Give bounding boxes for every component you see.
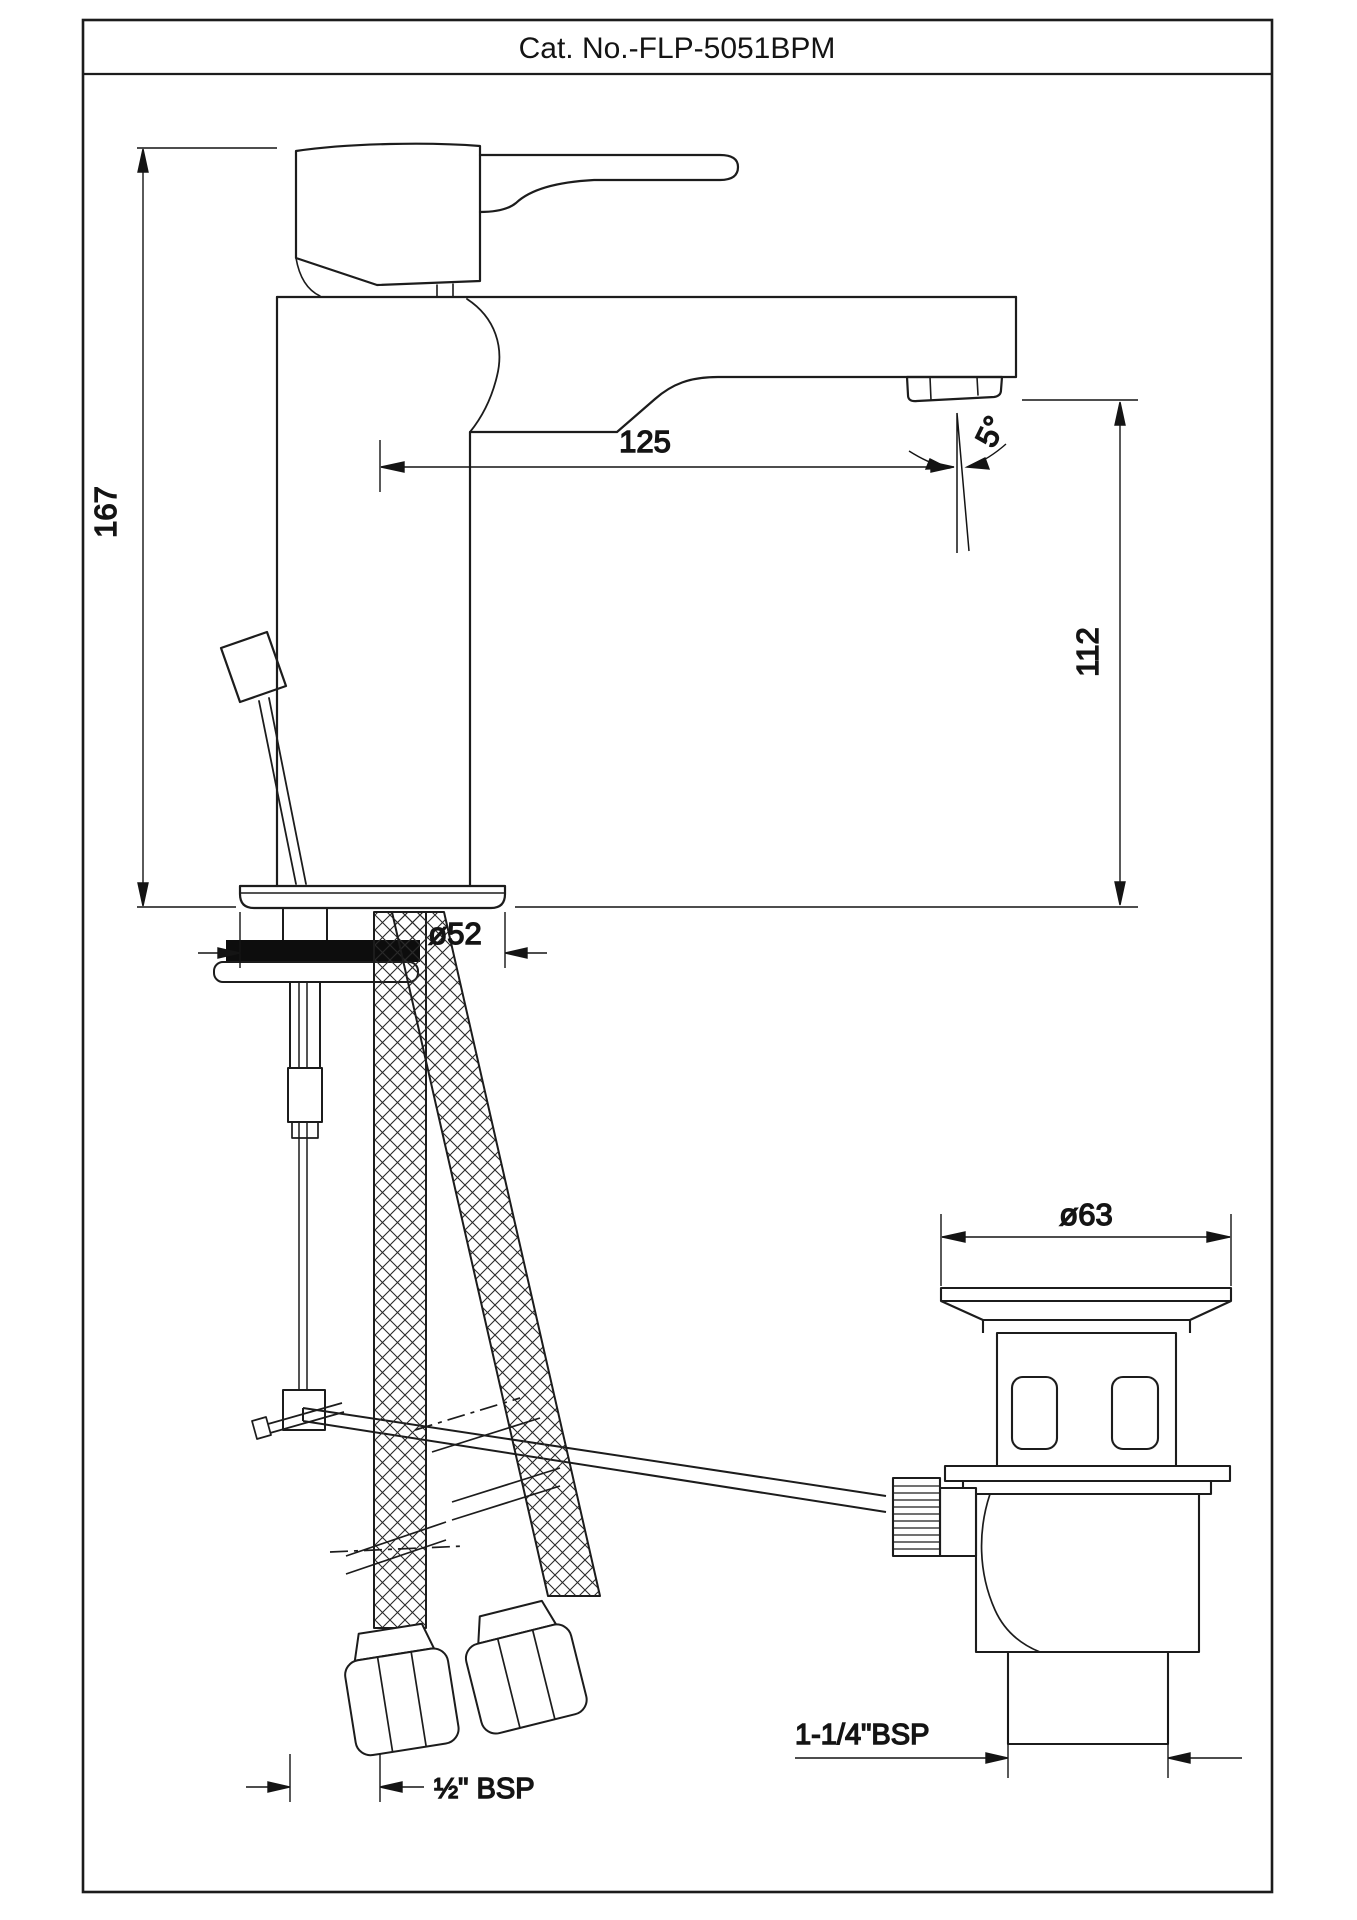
catalog-number-title: Cat. No.-FLP-5051BPM: [519, 32, 836, 65]
cap-left-fillet: [295, 257, 321, 297]
faucet-outline: [219, 142, 1018, 910]
clevis-screw: [251, 1402, 345, 1440]
dim-phi52-label: ø52: [428, 916, 481, 951]
waste-flange-skirt: [940, 1300, 1232, 1333]
rod-boss: [938, 1486, 978, 1558]
rubber-gasket: [226, 940, 420, 962]
dim-phi52: [198, 912, 547, 968]
knurled-nut: [891, 1476, 942, 1558]
dim-phi63: [940, 1214, 1232, 1286]
hose-break-marks: [329, 1397, 561, 1575]
popup-waste-assembly: [891, 1286, 1233, 1746]
waste-upper-body: [995, 1331, 1178, 1468]
waste-lower-step: [961, 1479, 1213, 1496]
dim-phi63-label: ø63: [1059, 1197, 1112, 1232]
supply-hoses: [329, 911, 601, 1757]
spout-underside: [468, 295, 1018, 888]
drawing-frame: [81, 18, 1274, 1894]
rod-connector: [287, 1067, 323, 1123]
popup-rod-vertical: [298, 982, 308, 1390]
dim-112-label: 112: [1070, 627, 1105, 676]
dim-hose-thread-label: ½" BSP: [434, 1773, 535, 1805]
under-deck-assembly: [213, 908, 887, 1513]
shank-lower: [289, 982, 321, 1068]
aerator-insert-lines: [929, 376, 979, 401]
lever-handle: [478, 153, 740, 214]
overflow-hole-right: [1110, 1375, 1160, 1451]
dimension-lines: 167 125 112 5°: [87, 147, 1242, 1806]
pull-rod-upper: [258, 697, 307, 885]
overflow-hole-left: [1010, 1375, 1059, 1451]
dim-5deg: [908, 412, 1007, 553]
dim-125-label: 125: [619, 424, 671, 459]
base-plate: [238, 884, 507, 910]
dim-5deg-label: 5°: [968, 410, 1012, 452]
spout-column-fillet: [466, 298, 501, 433]
rod-clevis: [282, 1389, 326, 1431]
rod-connector-cap: [291, 1121, 319, 1139]
waste-body-curve: [980, 1493, 1041, 1653]
waste-lower-flange: [943, 1464, 1232, 1483]
waste-top-flange: [939, 1286, 1233, 1303]
hose-nut-left: [344, 1622, 460, 1757]
dim-112: [515, 399, 1138, 908]
hose-slanted: [391, 911, 601, 1597]
pull-rod-knob: [219, 630, 288, 704]
dim-167-label: 167: [88, 486, 123, 538]
aerator: [905, 375, 1004, 403]
dim-hose-thread: [246, 1754, 424, 1802]
handle-cap: [294, 142, 482, 287]
dim-waste-thread: [795, 1700, 1242, 1778]
cap-neck-seams: [436, 283, 454, 298]
waste-tail-pipe: [1006, 1650, 1170, 1746]
dim-167: [137, 147, 277, 908]
shank-upper: [282, 908, 328, 940]
dim-waste-thread-label: 1-1/4"BSP: [795, 1719, 929, 1751]
waste-lower-body: [974, 1492, 1201, 1654]
hose-nut-right: [464, 1599, 588, 1735]
